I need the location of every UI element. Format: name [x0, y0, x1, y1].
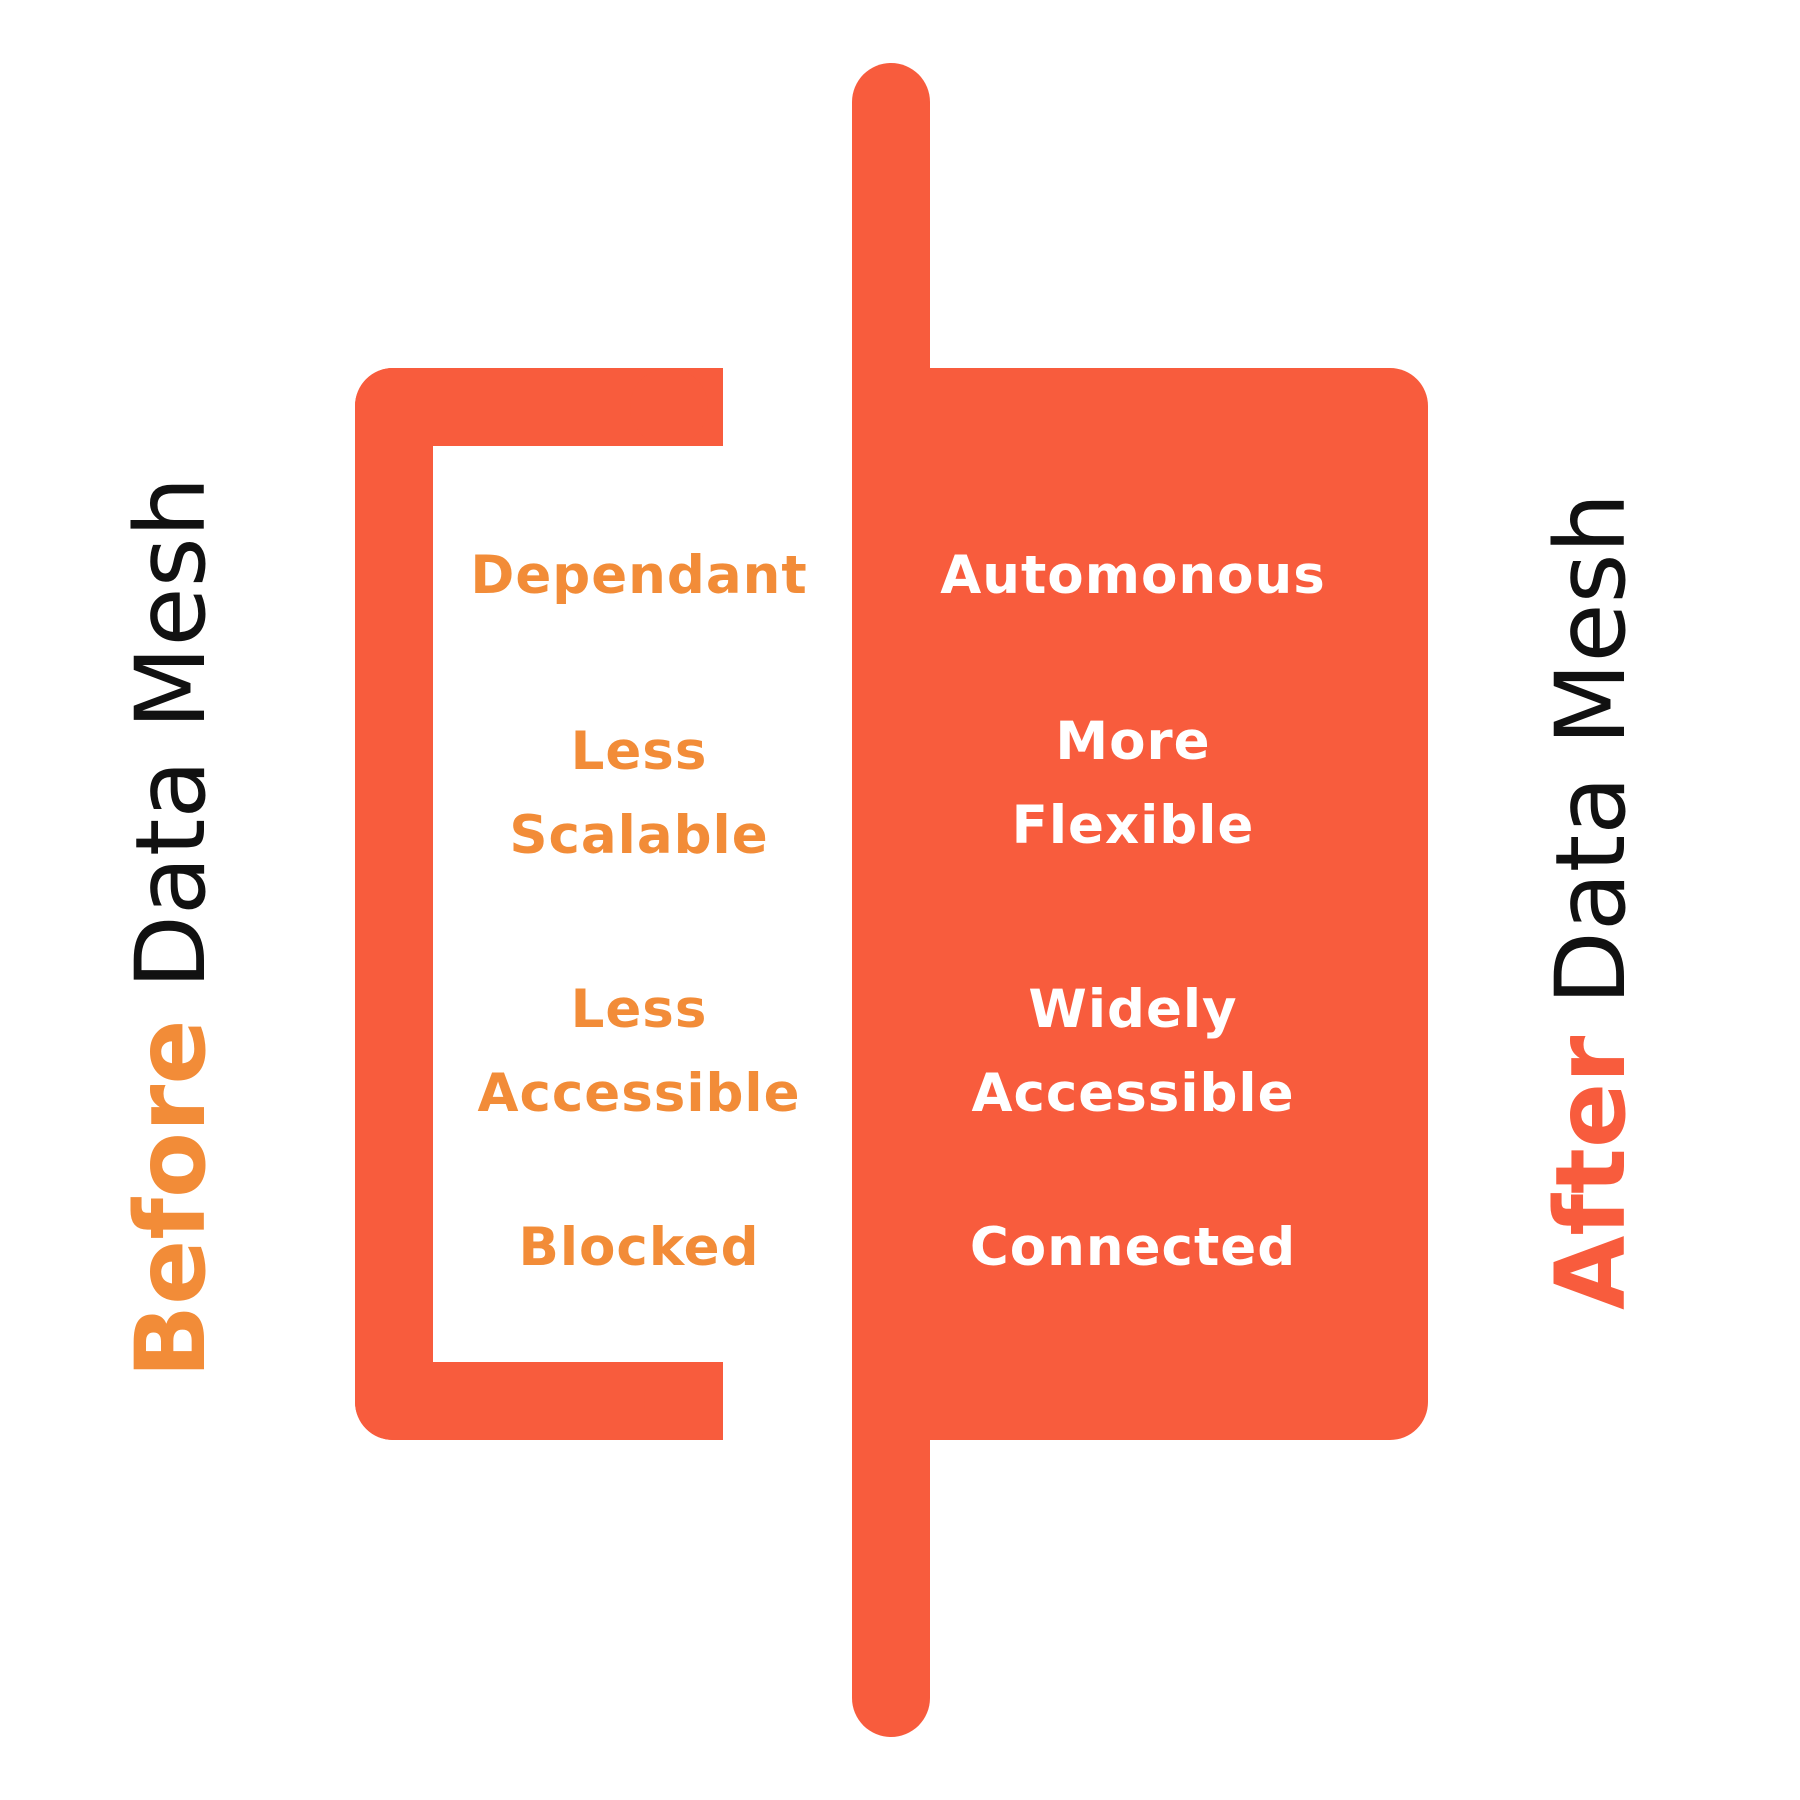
after-title: After Data Mesh [1535, 493, 1647, 1310]
before-title-highlight: Before [115, 1019, 227, 1378]
after-item-more-flexible: More Flexible [1011, 711, 1255, 856]
after-title-highlight: After [1535, 1035, 1647, 1310]
after-item-widely-accessible: Widely Accessible [971, 979, 1295, 1124]
after-item-automonous: Automonous [940, 545, 1326, 606]
before-bracket-top-cap [630, 368, 708, 446]
before-bracket-top-arm [433, 368, 669, 446]
after-panel [852, 368, 1428, 1440]
before-bracket-bottom-arm [433, 1362, 683, 1440]
before-title: Before Data Mesh [115, 477, 227, 1378]
before-bracket-bottom-cap [644, 1362, 722, 1440]
after-item-connected: Connected [969, 1217, 1297, 1278]
before-item-less-accessible: Less Accessible [477, 979, 801, 1124]
after-title-rest: Data Mesh [1535, 492, 1647, 1036]
before-title-rest: Data Mesh [115, 476, 227, 1020]
before-item-dependant: Dependant [470, 545, 808, 606]
before-item-less-scalable: Less Scalable [509, 721, 769, 866]
before-item-blocked: Blocked [518, 1217, 760, 1278]
